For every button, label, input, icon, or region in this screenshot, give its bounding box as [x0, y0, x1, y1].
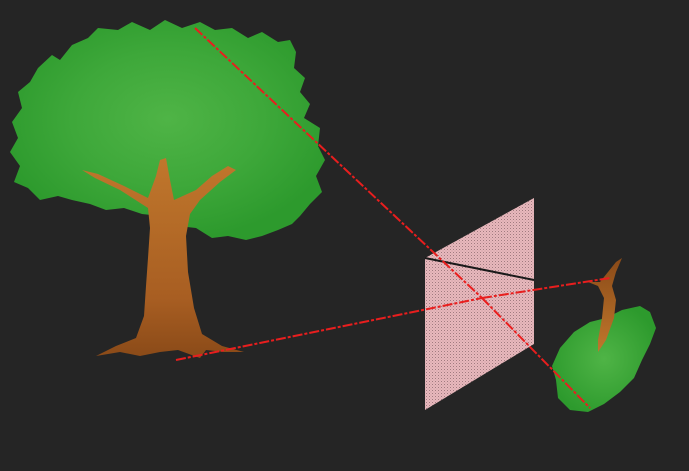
ray-tree-top	[194, 27, 483, 299]
ray-tree-base-projected	[481, 277, 611, 299]
tree-trunk	[82, 158, 244, 358]
image-trunk	[588, 258, 622, 352]
light-rays	[175, 27, 611, 409]
projection-screen	[424, 198, 535, 410]
projected-image	[552, 258, 656, 412]
image-foliage	[552, 306, 656, 412]
object-tree	[10, 20, 325, 358]
screen-plane	[425, 198, 534, 410]
ray-tree-top-projected	[481, 297, 591, 409]
ray-tree-base	[175, 297, 483, 361]
